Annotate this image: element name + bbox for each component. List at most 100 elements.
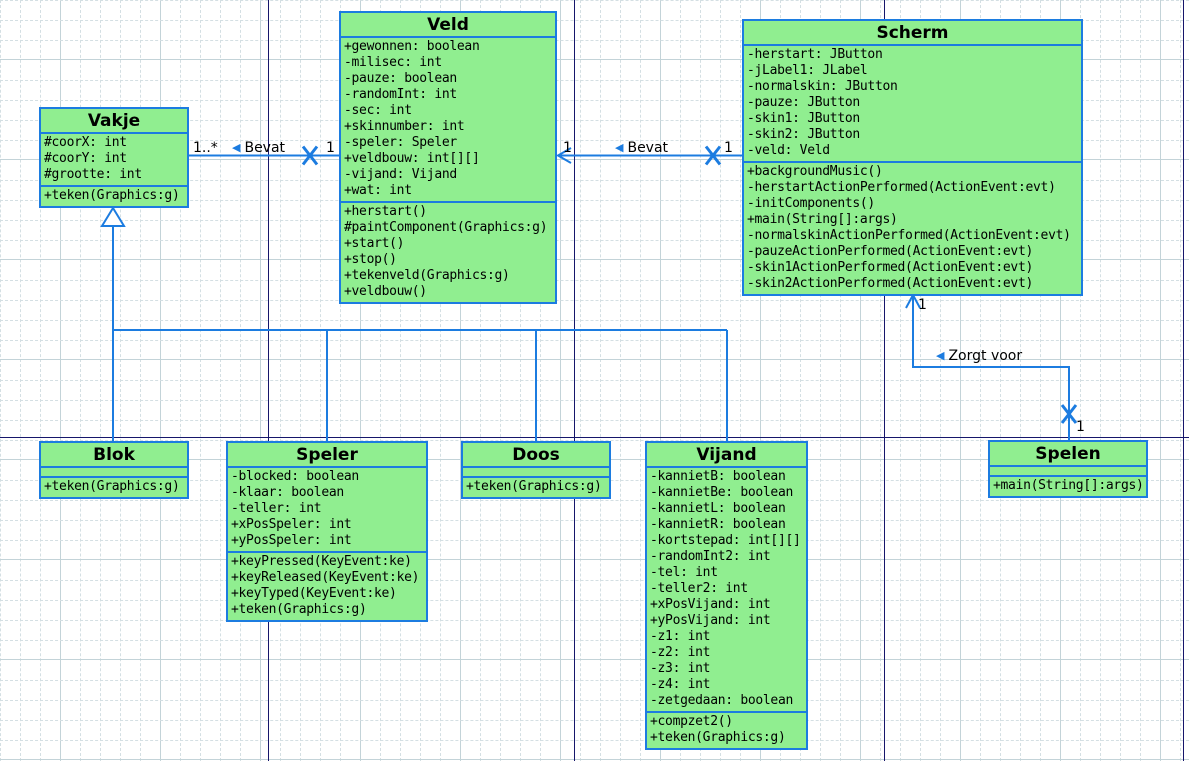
- member-line: -pauze: JButton: [747, 95, 860, 110]
- member-line: -klaar: boolean: [231, 485, 344, 500]
- member-line: +stop(): [344, 252, 397, 267]
- association-label-text: Bevat: [627, 140, 669, 156]
- member-line: -randomInt2: int: [650, 549, 771, 564]
- class-methods: +herstart()#paintComponent(Graphics:g)+s…: [341, 201, 555, 302]
- member-line: +gewonnen: boolean: [344, 39, 480, 54]
- class-spelen[interactable]: Spelen +main(String[]:args): [988, 440, 1148, 498]
- page-boundary-line: [268, 0, 269, 761]
- association-label-text: Zorgt voor: [948, 348, 1023, 364]
- member-line: +backgroundMusic(): [747, 164, 883, 179]
- member-line: +xPosVijand: int: [650, 597, 771, 612]
- direction-marker-icon: ◀: [936, 349, 945, 362]
- member-line: -herstart: JButton: [747, 47, 883, 62]
- member-line: -teller2: int: [650, 581, 748, 596]
- member-line: +main(String[]:args): [993, 478, 1144, 493]
- member-line: +yPosVijand: int: [650, 613, 771, 628]
- member-line: +compzet2(): [650, 714, 733, 729]
- member-line: -tel: int: [650, 565, 718, 580]
- member-line: -milisec: int: [344, 55, 442, 70]
- x-marker-icon: [704, 145, 722, 166]
- class-vakje[interactable]: Vakje #coorX: int#coorY: int#grootte: in…: [39, 107, 189, 208]
- direction-marker-icon: ◀: [615, 141, 624, 154]
- class-title: Spelen: [1035, 444, 1101, 464]
- class-attributes: -blocked: boolean-klaar: boolean-teller:…: [228, 466, 426, 551]
- member-line: +main(String[]:args): [747, 212, 898, 227]
- member-line: -pauze: boolean: [344, 71, 457, 86]
- class-speler[interactable]: Speler -blocked: boolean-klaar: boolean-…: [226, 441, 428, 622]
- class-attributes: [41, 466, 187, 476]
- inheritance-triangle-icon: [100, 206, 126, 227]
- member-line: +teken(Graphics:g): [231, 602, 367, 617]
- member-line: +tekenveld(Graphics:g): [344, 268, 510, 283]
- member-line: -kortstepad: int[][]: [650, 533, 801, 548]
- class-title: Veld: [427, 15, 469, 35]
- member-line: +wat: int: [344, 183, 412, 198]
- member-line: -skin2ActionPerformed(ActionEvent:evt): [747, 276, 1034, 291]
- member-line: -zetgedaan: boolean: [650, 693, 794, 708]
- class-scherm[interactable]: Scherm -herstart: JButton-jLabel1: JLabe…: [742, 19, 1083, 296]
- member-line: -kannietR: boolean: [650, 517, 786, 532]
- member-line: +teken(Graphics:g): [44, 188, 180, 203]
- member-line: -normalskinActionPerformed(ActionEvent:e…: [747, 228, 1071, 243]
- association-vakje-veld[interactable]: [189, 145, 339, 166]
- member-line: #coorY: int: [44, 151, 127, 166]
- association-line[interactable]: [912, 295, 1070, 440]
- multiplicity-vakje: 1..*: [193, 140, 218, 156]
- class-methods: +keyPressed(KeyEvent:ke)+keyReleased(Key…: [228, 551, 426, 620]
- x-marker-icon: [301, 145, 319, 166]
- member-line: +veldbouw(): [344, 284, 427, 299]
- class-title: Speler: [296, 445, 358, 465]
- member-line: -sec: int: [344, 103, 412, 118]
- member-line: -initComponents(): [747, 196, 875, 211]
- member-line: -blocked: boolean: [231, 469, 359, 484]
- member-line: +keyReleased(KeyEvent:ke): [231, 570, 420, 585]
- association-veld-scherm[interactable]: [555, 145, 742, 166]
- member-line: #paintComponent(Graphics:g): [344, 220, 548, 235]
- member-line: +teken(Graphics:g): [650, 730, 786, 745]
- multiplicity-veld-right: 1: [563, 140, 572, 156]
- member-line: #grootte: int: [44, 167, 142, 182]
- member-line: -jLabel1: JLabel: [747, 63, 868, 78]
- class-methods: +main(String[]:args): [990, 475, 1146, 496]
- class-vijand[interactable]: Vijand -kannietB: boolean-kannietBe: boo…: [645, 441, 808, 750]
- association-label-bevat-2: ◀ Bevat: [615, 140, 668, 156]
- class-doos[interactable]: Doos +teken(Graphics:g): [461, 441, 611, 499]
- class-attributes: [990, 465, 1146, 475]
- member-line: -vijand: Vijand: [344, 167, 457, 182]
- member-line: #coorX: int: [44, 135, 127, 150]
- member-line: -herstartActionPerformed(ActionEvent:evt…: [747, 180, 1056, 195]
- association-label-text: Bevat: [244, 140, 286, 156]
- member-line: +veldbouw: int[][]: [344, 151, 480, 166]
- page-boundary-line: [1183, 0, 1184, 761]
- inheritance-vakje[interactable]: [100, 206, 728, 441]
- multiplicity-scherm-left: 1: [724, 140, 733, 156]
- class-methods: +teken(Graphics:g): [41, 476, 187, 497]
- direction-marker-icon: ◀: [232, 141, 241, 154]
- class-blok[interactable]: Blok +teken(Graphics:g): [39, 441, 189, 499]
- class-veld[interactable]: Veld +gewonnen: boolean-milisec: int-pau…: [339, 11, 557, 304]
- class-attributes: -kannietB: boolean-kannietBe: boolean-ka…: [647, 466, 806, 711]
- member-line: -normalskin: JButton: [747, 79, 898, 94]
- page-boundary-line: [884, 0, 885, 761]
- member-line: -z2: int: [650, 645, 711, 660]
- member-line: -skin1ActionPerformed(ActionEvent:evt): [747, 260, 1034, 275]
- class-title: Doos: [512, 445, 560, 465]
- association-label-bevat-1: ◀ Bevat: [232, 140, 285, 156]
- member-line: +yPosSpeler: int: [231, 533, 352, 548]
- member-line: +xPosSpeler: int: [231, 517, 352, 532]
- member-line: +skinnumber: int: [344, 119, 465, 134]
- class-title: Scherm: [876, 23, 949, 43]
- member-line: +teken(Graphics:g): [44, 479, 180, 494]
- association-scherm-spelen[interactable]: [905, 292, 1078, 440]
- class-methods: +teken(Graphics:g): [41, 185, 187, 206]
- multiplicity-spelen: 1: [1076, 419, 1085, 435]
- page-boundary-line: [0, 437, 1189, 438]
- member-line: +keyPressed(KeyEvent:ke): [231, 554, 412, 569]
- member-line: -speler: Speler: [344, 135, 457, 150]
- class-attributes: #coorX: int#coorY: int#grootte: int: [41, 132, 187, 185]
- member-line: +keyTyped(KeyEvent:ke): [231, 586, 397, 601]
- member-line: +start(): [344, 236, 405, 251]
- member-line: +teken(Graphics:g): [466, 479, 602, 494]
